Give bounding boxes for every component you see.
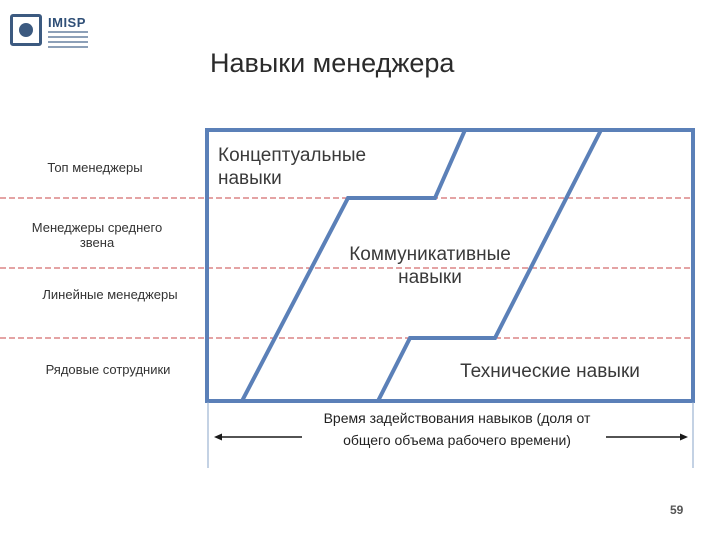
label-staff: Рядовые сотрудники xyxy=(45,362,171,377)
arrow-left-head xyxy=(214,433,222,441)
boundary-conceptual xyxy=(240,129,467,402)
skill-technical: Технические навыки xyxy=(460,361,640,382)
logo-subtext-lines xyxy=(48,31,88,51)
label-top-managers: Топ менеджеры xyxy=(47,160,143,175)
skill-communicative: Коммуникативные навыки xyxy=(349,244,511,288)
logo-emblem xyxy=(10,14,42,46)
time-allocation-label: Время задействования навыков (доля от об… xyxy=(323,410,591,448)
page-number: 59 xyxy=(670,503,684,517)
arrow-right-head xyxy=(680,433,688,441)
imisp-logo: IMISP xyxy=(10,14,90,58)
skills-frame xyxy=(205,128,695,403)
label-line-managers: Линейные менеджеры xyxy=(42,287,178,302)
boundary-technical xyxy=(376,129,603,402)
skill-conceptual: Концептуальные навыки xyxy=(218,145,367,189)
label-middle-managers: Менеджеры среднего звена xyxy=(31,220,163,250)
logo-text: IMISP xyxy=(48,15,86,30)
slide-title: Навыки менеджера xyxy=(210,48,455,78)
